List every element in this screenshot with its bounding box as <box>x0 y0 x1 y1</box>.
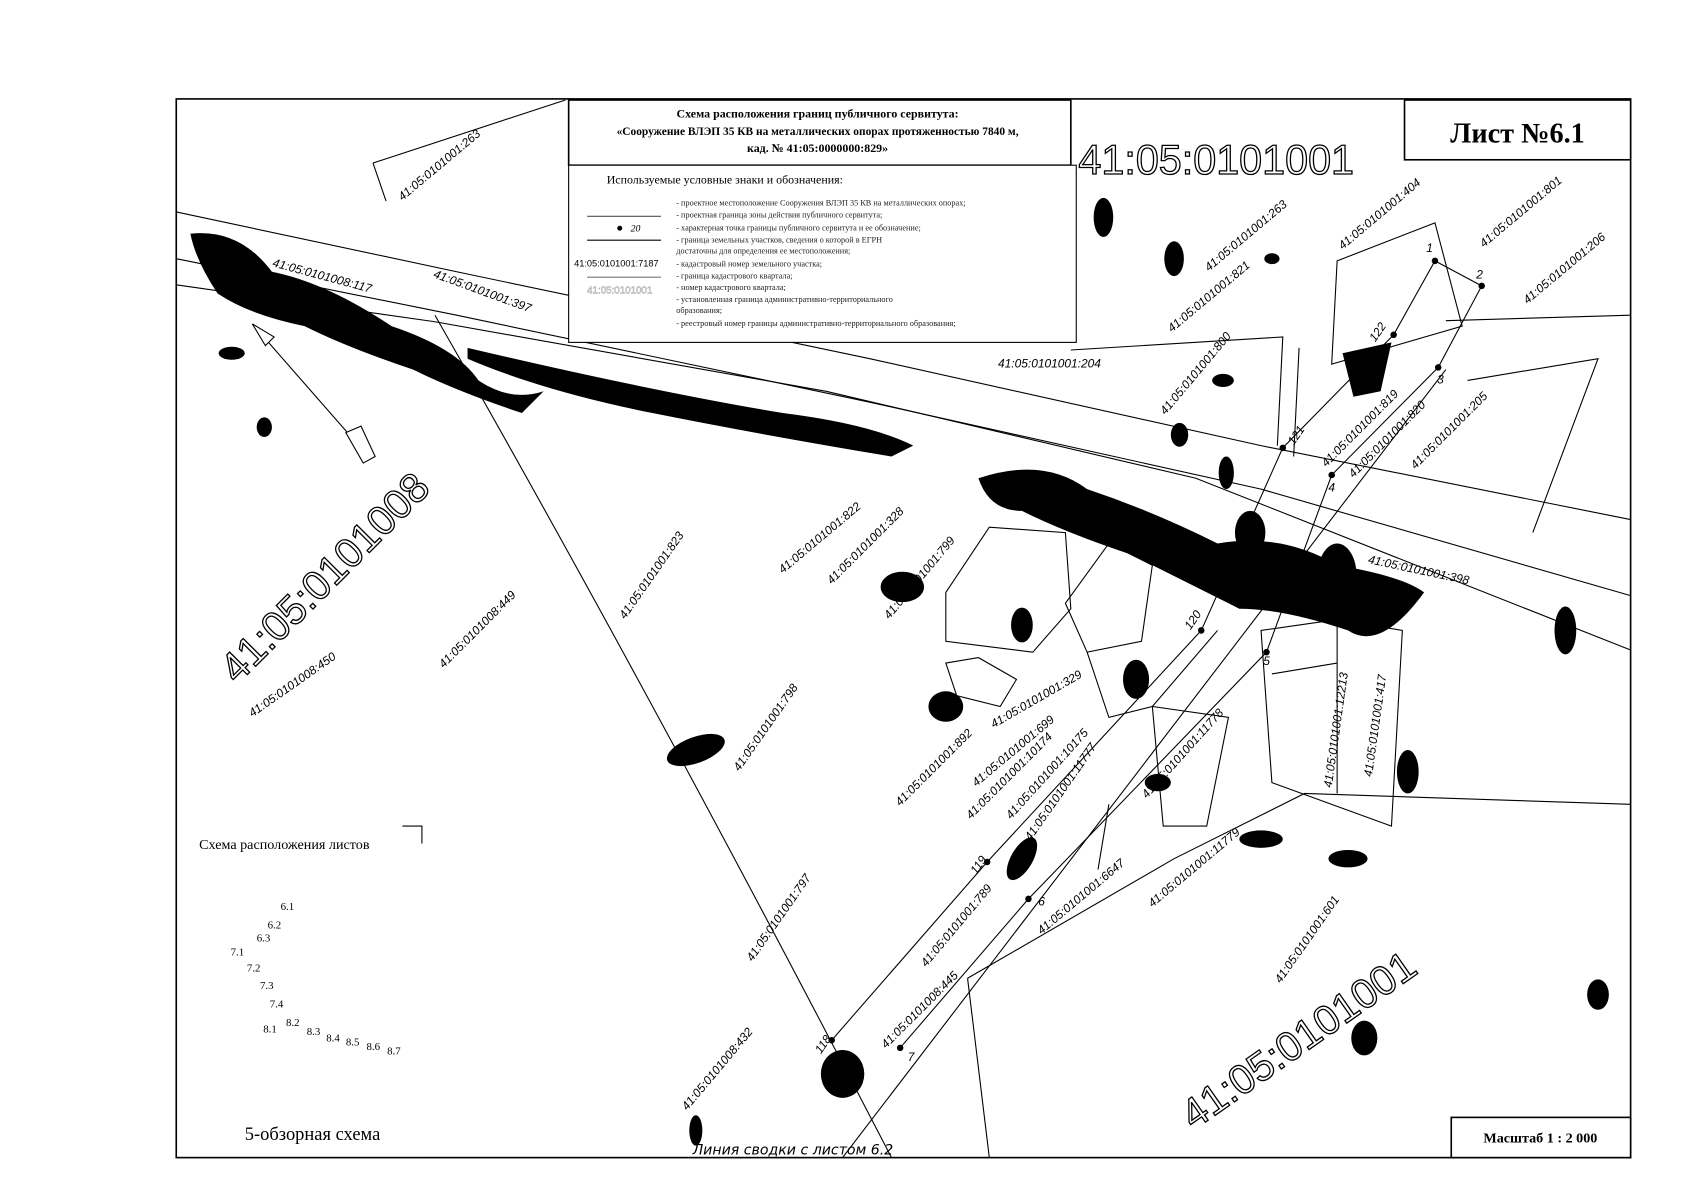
north-arrow-icon <box>251 323 376 464</box>
legend-box <box>568 164 1077 343</box>
sheet-overview: Схема расположения листов 6.1 6.2 6.3 7.… <box>177 825 428 1157</box>
svg-text:достаточны для определения ее: достаточны для определения ее местополож… <box>676 246 850 255</box>
scale-label: Масштаб 1 : 2 000 <box>1483 1130 1597 1146</box>
boundary-point: 3 <box>1434 364 1444 387</box>
svg-text:- проектная граница зоны дейст: - проектная граница зоны действия публич… <box>676 210 882 219</box>
svg-text:6: 6 <box>1038 894 1045 908</box>
legend-title: Используемые условные знаки и обозначени… <box>607 173 843 187</box>
overview-title: Схема расположения листов <box>199 837 370 853</box>
junction-note: Линия сводки с листом 6.2 <box>692 1142 894 1158</box>
svg-text:- номер кадастрового квартала;: - номер кадастрового квартала; <box>676 283 786 292</box>
svg-text:7: 7 <box>908 1050 915 1064</box>
boundary-point: 6 <box>1025 894 1045 908</box>
svg-text:- характерная точка границы пу: - характерная точка границы публичного с… <box>676 223 921 232</box>
svg-text:8.3: 8.3 <box>307 1026 321 1038</box>
title-box <box>567 99 1072 167</box>
map-linework <box>176 99 1631 1158</box>
svg-text:6.3: 6.3 <box>257 932 271 944</box>
svg-text:8.1: 8.1 <box>263 1024 277 1036</box>
svg-text:4: 4 <box>1328 480 1335 494</box>
legend-quarter-sample: 41:05:0101001 <box>587 285 652 296</box>
legend-items: - проектное местоположение Сооружения ВЛ… <box>676 198 965 328</box>
title-line-1: Схема расположения границ публичного сер… <box>676 106 958 120</box>
scale-box <box>1450 1116 1632 1159</box>
boundary-point: 1 <box>1426 241 1439 265</box>
overview-caption: 5-обзорная схема <box>245 1124 381 1144</box>
legend-parcel-sample: 41:05:0101001:7187 <box>574 258 659 268</box>
quarter-label: 41:05:0101001 <box>1078 137 1354 183</box>
svg-text:7.4: 7.4 <box>270 999 284 1011</box>
svg-text:3: 3 <box>1437 373 1444 387</box>
svg-text:6.2: 6.2 <box>268 919 282 931</box>
legend-point-sample: 20 <box>631 224 641 235</box>
sheet-number: Лист №6.1 <box>1450 118 1585 149</box>
svg-text:7.3: 7.3 <box>260 980 274 992</box>
svg-text:8.7: 8.7 <box>387 1045 401 1057</box>
sheet-number-box <box>1403 99 1632 161</box>
svg-text:7.2: 7.2 <box>247 963 261 975</box>
boundary-point: 7 <box>896 1044 915 1064</box>
boundary-point: 2 <box>1475 267 1485 290</box>
map-features <box>190 197 1609 1146</box>
svg-text:- установленная граница админи: - установленная граница административно-… <box>676 295 893 304</box>
svg-text:- проектное местоположение Соо: - проектное местоположение Сооружения ВЛ… <box>676 198 965 207</box>
svg-text:- кадастровый номер земельного: - кадастровый номер земельного участка; <box>676 259 822 268</box>
svg-text:- граница кадастрового квартал: - граница кадастрового квартала; <box>676 271 792 280</box>
parcel-label: 41:05:0101001:204 <box>998 356 1101 370</box>
boundary-point: 4 <box>1328 471 1335 494</box>
boundary-point: 5 <box>1263 648 1270 668</box>
svg-text:8.4: 8.4 <box>326 1032 340 1044</box>
svg-text:5: 5 <box>1263 654 1270 668</box>
svg-text:образования;: образования; <box>676 306 722 315</box>
svg-text:- реестровый номер границы адм: - реестровый номер границы административ… <box>676 319 955 328</box>
svg-text:6.1: 6.1 <box>281 901 295 913</box>
svg-text:7.1: 7.1 <box>231 946 245 958</box>
svg-text:2: 2 <box>1475 267 1483 281</box>
svg-text:8.2: 8.2 <box>286 1017 300 1029</box>
title-line-3: кад. № 41:05:0000000:829» <box>747 141 888 155</box>
svg-text:1: 1 <box>1426 241 1433 255</box>
title-line-2: «Сооружение ВЛЭП 35 КВ на металлических … <box>617 126 1019 138</box>
svg-text:8.5: 8.5 <box>346 1037 360 1049</box>
svg-text:- граница земельных участков,: - граница земельных участков, сведения о… <box>676 235 882 244</box>
svg-text:8.6: 8.6 <box>366 1041 380 1053</box>
